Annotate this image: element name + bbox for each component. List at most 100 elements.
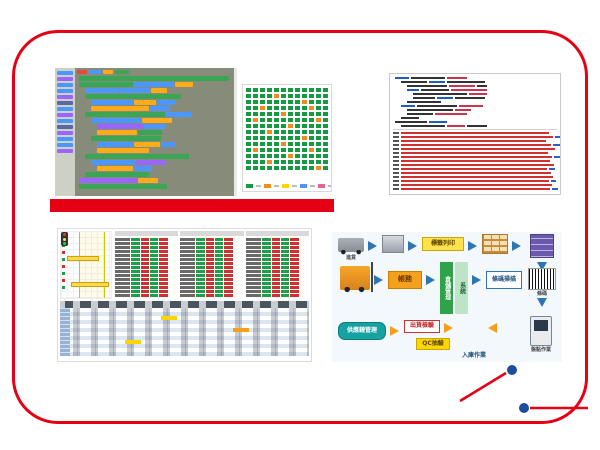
grid-cell xyxy=(302,160,307,164)
group-cell xyxy=(289,238,299,241)
group-row xyxy=(180,290,243,293)
group-cell xyxy=(245,282,261,285)
palette-block xyxy=(57,101,73,105)
group-cell xyxy=(180,262,196,265)
table-first-column xyxy=(60,308,70,356)
table-row xyxy=(60,308,309,312)
legend-chip xyxy=(282,184,289,188)
palette-block xyxy=(57,89,73,93)
grid-cell xyxy=(316,154,321,158)
group-cell xyxy=(115,258,130,261)
palette-block xyxy=(57,149,73,153)
code-token xyxy=(407,85,447,87)
group-cell xyxy=(271,238,280,241)
group-row xyxy=(245,266,309,269)
grid-cell xyxy=(274,142,279,146)
group-cell xyxy=(150,290,158,293)
grid-cell xyxy=(288,100,293,104)
block-row xyxy=(85,88,232,93)
blockly-scrollbar xyxy=(234,68,237,196)
grid-cell xyxy=(323,142,328,146)
code-token xyxy=(455,109,471,111)
flow-arrow-r xyxy=(512,241,521,251)
group-cell xyxy=(224,274,234,277)
flow-node-box: 供應鏈管理 xyxy=(338,322,386,340)
flow-node-box: QC抽驗 xyxy=(416,338,450,350)
group-cell xyxy=(215,286,224,289)
block-row xyxy=(97,148,232,153)
grid-cell xyxy=(253,124,258,128)
grid-cell xyxy=(323,136,328,140)
group-cell xyxy=(261,270,271,273)
group-cell xyxy=(261,286,271,289)
group-cell xyxy=(196,266,206,269)
log-text xyxy=(401,180,549,182)
block-segment xyxy=(85,172,149,177)
gantt-marker xyxy=(62,258,65,261)
blockly-toolbar xyxy=(77,70,232,74)
group-cell xyxy=(159,282,168,285)
grid-cell xyxy=(246,100,251,104)
group-cell xyxy=(115,242,130,245)
grid-cell xyxy=(253,100,258,104)
grid-cell xyxy=(323,106,328,110)
block-segment xyxy=(97,166,133,171)
group-cell xyxy=(215,246,224,249)
flow-arrow-r xyxy=(368,241,377,251)
block-segment xyxy=(161,142,175,147)
grid-cell xyxy=(309,100,314,104)
code-line xyxy=(407,113,557,115)
group-cell xyxy=(261,242,271,245)
toolbar-chip xyxy=(89,70,101,74)
grid-cell xyxy=(302,112,307,116)
group-cell xyxy=(131,238,140,241)
code-token xyxy=(407,113,433,115)
grid-cell xyxy=(295,160,300,164)
group-cell xyxy=(280,282,289,285)
group-cell xyxy=(245,270,261,273)
group-cell xyxy=(180,286,196,289)
grid-cell xyxy=(295,100,300,104)
grid-cell xyxy=(246,136,251,140)
group-cell xyxy=(115,290,130,293)
grid-cell xyxy=(267,118,272,122)
grid-cell xyxy=(288,142,293,146)
grid-cell xyxy=(253,160,258,164)
group-cell xyxy=(271,246,280,249)
code-token xyxy=(401,81,427,83)
group-row xyxy=(245,294,309,297)
grid-cell xyxy=(302,94,307,98)
code-token xyxy=(401,117,419,119)
group-cell xyxy=(150,238,158,241)
log-line xyxy=(393,180,557,182)
group-row xyxy=(180,274,243,277)
log-line-number xyxy=(393,168,399,170)
group-cell xyxy=(115,250,130,253)
group-cell xyxy=(115,294,130,297)
group-cell xyxy=(196,270,206,273)
flow-node-label: 盤點作業 xyxy=(530,347,551,353)
group-cell xyxy=(141,262,149,265)
block-row xyxy=(91,100,232,105)
legend-label-bar xyxy=(292,185,297,187)
grid-cell xyxy=(281,166,286,170)
code-line xyxy=(395,121,557,123)
log-line xyxy=(393,172,557,174)
group-row xyxy=(115,290,178,293)
grid-cell xyxy=(274,124,279,128)
flow-arrow-d xyxy=(537,262,547,271)
group-cell xyxy=(215,274,224,277)
block-row xyxy=(91,160,232,165)
group-row xyxy=(115,246,178,249)
group-row xyxy=(115,266,178,269)
status-grid-screenshot xyxy=(242,84,332,192)
grid-cell xyxy=(288,148,293,152)
flow-arrow-d xyxy=(537,298,547,307)
grid-cell xyxy=(316,118,321,122)
grid-cell xyxy=(295,118,300,122)
group-cell xyxy=(141,246,149,249)
group-cell xyxy=(224,294,234,297)
group-cell xyxy=(115,286,130,289)
group-cell xyxy=(261,250,271,253)
grid-cell xyxy=(253,118,258,122)
